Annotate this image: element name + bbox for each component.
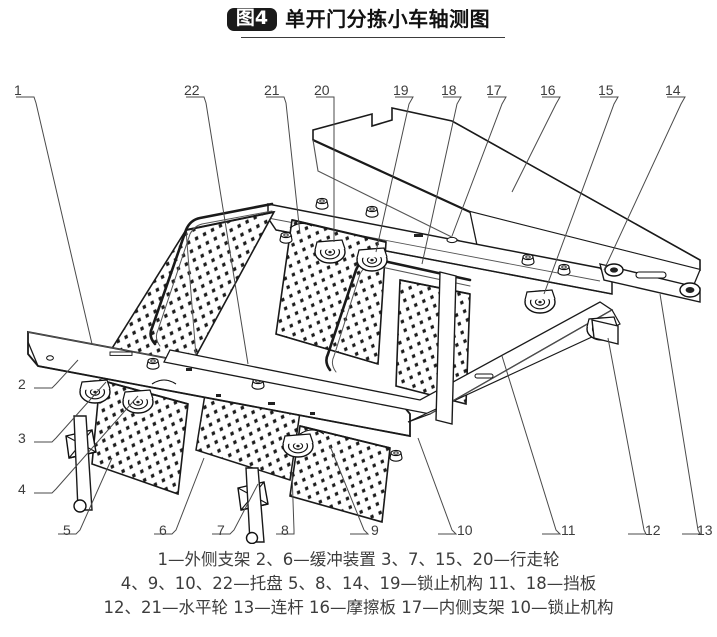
running-wheel-15 (524, 289, 556, 314)
callout-19[interactable]: 19 (393, 82, 409, 98)
caption-line-3: 12、21—水平轮 13—连杆 16—摩擦板 17—内侧支架 10—锁止机构 (103, 598, 614, 617)
callout-9[interactable]: 9 (371, 522, 379, 538)
leg-bracket-left (65, 415, 97, 513)
figure-title-bar: 图4 单开门分拣小车轴测图 (0, 4, 717, 34)
callout-12[interactable]: 12 (645, 522, 661, 538)
callout-3[interactable]: 3 (18, 430, 26, 446)
callout-10[interactable]: 10 (457, 522, 473, 538)
running-wheel-7 (122, 389, 154, 414)
callout-16[interactable]: 16 (540, 82, 556, 98)
running-wheel-3 (79, 379, 111, 404)
callout-4[interactable]: 4 (18, 481, 26, 497)
callout-11[interactable]: 11 (561, 522, 576, 538)
figure-caption: 1—外侧支架 2、6—缓冲装置 3、7、15、20—行走轮 4、9、10、22—… (0, 548, 717, 620)
callout-6[interactable]: 6 (159, 522, 167, 538)
guide-rail-beam (163, 301, 621, 423)
callout-22[interactable]: 22 (184, 82, 200, 98)
leg-bracket-mid (237, 467, 269, 544)
caption-line-1: 1—外侧支架 2、6—缓冲装置 3、7、15、20—行走轮 (157, 550, 560, 569)
callout-18[interactable]: 18 (441, 82, 457, 98)
callout-17[interactable]: 17 (486, 82, 502, 98)
callout-7[interactable]: 7 (217, 522, 225, 538)
leg-bracket-right (435, 271, 457, 425)
caption-line-2: 4、9、10、22—托盘 5、8、14、19—锁止机构 11、18—挡板 (120, 574, 597, 593)
horizontal-wheel-21 (282, 433, 314, 458)
callout-5[interactable]: 5 (63, 522, 71, 538)
callout-21[interactable]: 21 (264, 82, 280, 98)
callout-14[interactable]: 14 (665, 82, 681, 98)
isometric-assembly-drawing (16, 96, 701, 544)
tray-panel-front-right (289, 425, 391, 524)
callout-1[interactable]: 1 (14, 82, 22, 98)
leader-lines (16, 96, 701, 535)
running-wheel-20 (314, 239, 346, 264)
misc-hardware (151, 222, 403, 462)
technical-drawing (0, 44, 717, 544)
callout-8[interactable]: 8 (281, 522, 289, 538)
figure-number-badge: 图4 (226, 7, 278, 31)
callout-15[interactable]: 15 (598, 82, 614, 98)
callout-20[interactable]: 20 (314, 82, 330, 98)
tray-panel-front-left (91, 378, 189, 496)
title-underline-rule (241, 37, 505, 38)
callout-2[interactable]: 2 (18, 376, 26, 392)
running-wheel-19 (356, 247, 388, 272)
callout-13[interactable]: 13 (697, 522, 713, 538)
page-title: 单开门分拣小车轴测图 (285, 7, 491, 31)
linkage-lock-assembly (591, 263, 701, 345)
